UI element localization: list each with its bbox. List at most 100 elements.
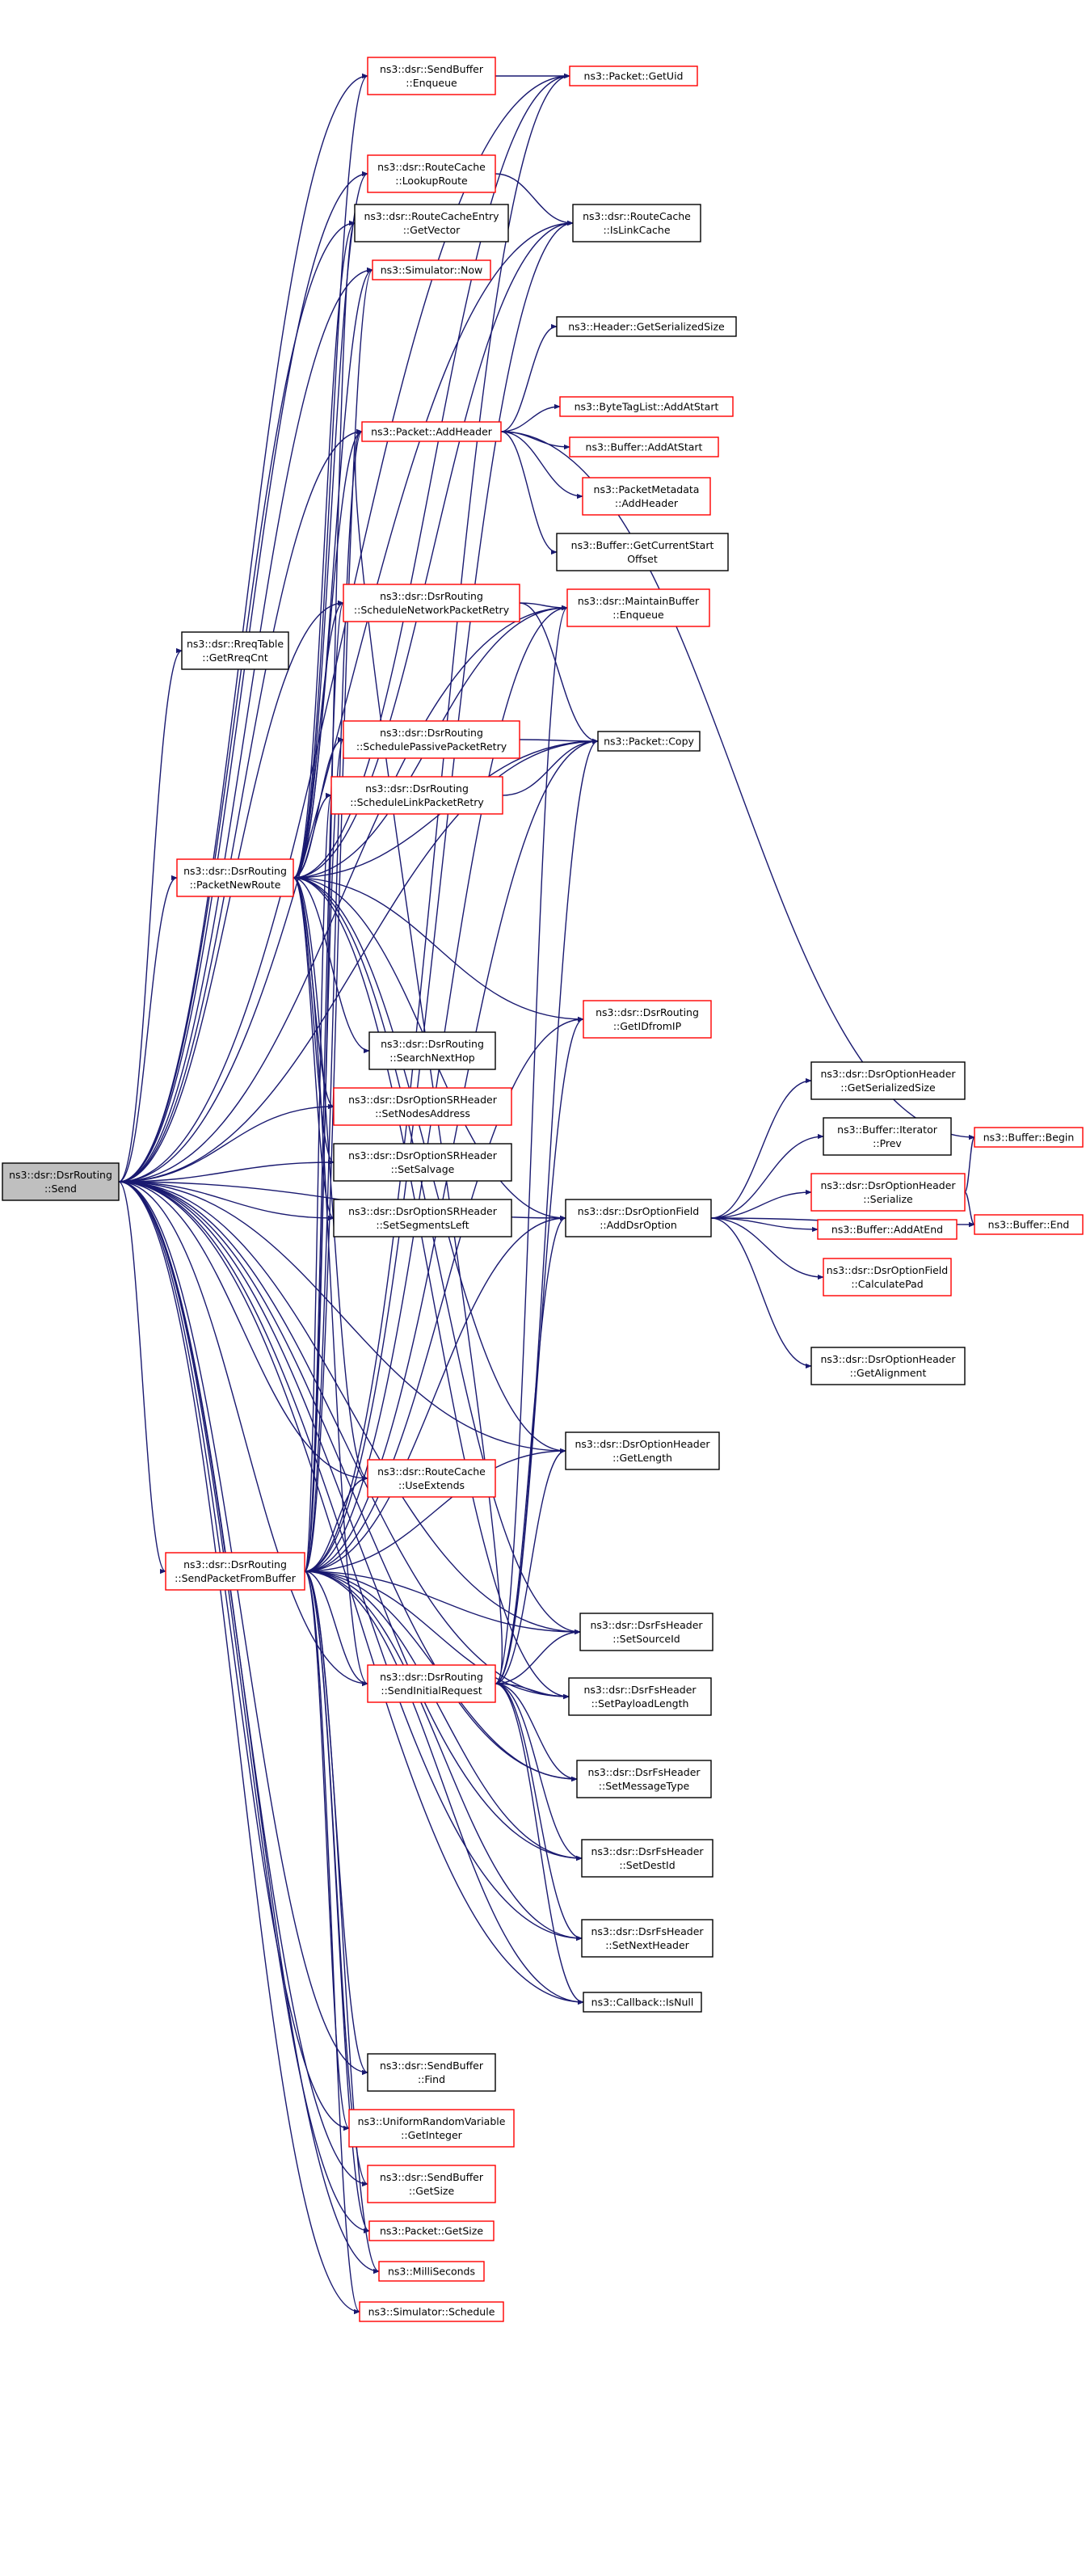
edge-packet-new-route-to-get-idfrom-ip (293, 877, 584, 1022)
node-cb-is-null[interactable]: ns3::Callback::IsNull (583, 1992, 702, 2013)
node-label: ns3::UniformRandomVariable (358, 2115, 506, 2127)
edge-send-to-pkt-copy (118, 738, 599, 1183)
edge-packet-new-route-to-sb-enqueue (293, 73, 368, 879)
node-mb-enqueue[interactable]: ns3::dsr::MaintainBuffer::Enqueue (566, 588, 710, 627)
node-oh-get-ser-size[interactable]: ns3::dsr::DsrOptionHeader::GetSerialized… (810, 1061, 966, 1100)
node-send-init-req[interactable]: ns3::dsr::DsrRouting::SendInitialRequest (367, 1664, 496, 1703)
edge-send-to-pkt-get-uid (118, 73, 570, 1183)
node-buf-begin[interactable]: ns3::Buffer::Begin (974, 1127, 1084, 1148)
edge-send-to-pkt-add-header (118, 428, 363, 1183)
node-box (378, 2261, 485, 2282)
node-sr-set-salvage[interactable]: ns3::dsr::DsrOptionSRHeader::SetSalvage (333, 1143, 512, 1182)
edge-pkt-add-header-to-hdr-get-ser-size (500, 323, 558, 432)
node-label: ns3::dsr::DsrRouting (380, 727, 483, 739)
node-oh-get-length[interactable]: ns3::dsr::DsrOptionHeader::GetLength (565, 1431, 720, 1470)
node-fs-set-source-id[interactable]: ns3::dsr::DsrFsHeader::SetSourceId (579, 1613, 713, 1651)
node-buf-add-at-start[interactable]: ns3::Buffer::AddAtStart (569, 436, 719, 457)
node-label: ns3::PacketMetadata (594, 483, 700, 495)
node-rc-is-link-cache[interactable]: ns3::dsr::RouteCache::IsLinkCache (572, 204, 701, 242)
node-box (974, 1127, 1084, 1148)
node-oh-serialize[interactable]: ns3::dsr::DsrOptionHeader::Serialize (810, 1173, 966, 1212)
node-sim-now[interactable]: ns3::Simulator::Now (372, 259, 491, 280)
node-label: ns3::ByteTagList::AddAtStart (575, 401, 719, 413)
node-sb-get-size[interactable]: ns3::dsr::SendBuffer::GetSize (367, 2165, 496, 2203)
node-pkt-get-uid[interactable]: ns3::Packet::GetUid (569, 65, 698, 86)
node-label: ns3::Buffer::Begin (983, 1132, 1075, 1144)
node-box (367, 57, 496, 95)
node-milli-sec[interactable]: ns3::MilliSeconds (378, 2261, 485, 2282)
edge-send-to-fs-set-dest-id (118, 1181, 583, 1861)
edge-packet-new-route-to-fs-set-payload (293, 877, 570, 1700)
node-box (569, 436, 719, 457)
node-box (597, 731, 701, 752)
node-sched-net-retry[interactable]: ns3::dsr::DsrRouting::ScheduleNetworkPac… (343, 584, 520, 622)
node-pm-add-header[interactable]: ns3::PacketMetadata::AddHeader (582, 477, 711, 516)
node-rreq-get-cnt[interactable]: ns3::dsr::RreqTable::GetRreqCnt (181, 631, 289, 670)
edge-send-packet-from-buffer-to-sched-link-retry (304, 793, 332, 1572)
node-sr-set-nodes[interactable]: ns3::dsr::DsrOptionSRHeader::SetNodesAdd… (333, 1087, 512, 1126)
node-label: ns3::dsr::DsrRouting (183, 865, 287, 877)
node-send-packet-from-buffer[interactable]: ns3::dsr::DsrRouting::SendPacketFromBuff… (165, 1552, 305, 1591)
node-pkt-get-size[interactable]: ns3::Packet::GetSize (368, 2220, 495, 2241)
edge-send-init-req-to-fs-set-dest-id (495, 1683, 583, 1861)
node-box (559, 396, 734, 417)
node-buf-add-at-end[interactable]: ns3::Buffer::AddAtEnd (817, 1219, 958, 1240)
node-urv-get-int[interactable]: ns3::UniformRandomVariable::GetInteger (348, 2109, 515, 2148)
edge-send-packet-from-buffer-to-pkt-get-uid (304, 73, 570, 1572)
node-box (556, 316, 737, 337)
node-label: ns3::dsr::DsrOptionHeader (820, 1353, 956, 1365)
edge-packet-new-route-to-rce-get-vector (293, 220, 356, 879)
edge-packet-new-route-to-search-next-hop (293, 877, 370, 1054)
node-label: ns3::dsr::DsrRouting (596, 1006, 699, 1018)
node-rce-get-vector[interactable]: ns3::dsr::RouteCacheEntry::GetVector (354, 204, 509, 242)
node-sched-pass-retry[interactable]: ns3::dsr::DsrRouting::SchedulePassivePac… (343, 720, 520, 759)
node-sched-link-retry[interactable]: ns3::dsr::DsrRouting::ScheduleLinkPacket… (330, 776, 503, 815)
node-box (181, 631, 289, 670)
node-oh-get-align[interactable]: ns3::dsr::DsrOptionHeader::GetAlignment (810, 1347, 966, 1385)
node-fs-set-dest-id[interactable]: ns3::dsr::DsrFsHeader::SetDestId (581, 1839, 713, 1878)
edge-sched-net-retry-to-pkt-copy (519, 602, 599, 744)
node-sr-set-seg-left[interactable]: ns3::dsr::DsrOptionSRHeader::SetSegments… (333, 1199, 512, 1237)
node-fs-set-payload[interactable]: ns3::dsr::DsrFsHeader::SetPayloadLength (568, 1677, 712, 1716)
node-add-dsr-option[interactable]: ns3::dsr::DsrOptionField::AddDsrOption (565, 1199, 712, 1237)
node-btl-add-at-start[interactable]: ns3::ByteTagList::AddAtStart (559, 396, 734, 417)
node-sb-find[interactable]: ns3::dsr::SendBuffer::Find (367, 2053, 496, 2092)
node-label: ns3::Buffer::AddAtEnd (831, 1224, 943, 1236)
node-label: ns3::dsr::SendBuffer (380, 2060, 484, 2072)
edges-layer (118, 73, 975, 2315)
node-buf-end[interactable]: ns3::Buffer::End (974, 1214, 1084, 1235)
node-box (817, 1219, 958, 1240)
node-of-calc-pad[interactable]: ns3::dsr::DsrOptionField::CalculatePad (823, 1258, 952, 1296)
node-label: ::AddDsrOption (600, 1219, 677, 1231)
node-box (556, 533, 729, 571)
edge-pkt-add-header-to-btl-add-at-start (500, 403, 561, 432)
node-label: ns3::dsr::DsrOptionField (578, 1205, 699, 1217)
node-label: ns3::dsr::DsrOptionSRHeader (348, 1149, 498, 1162)
edge-send-to-packet-new-route (118, 875, 178, 1183)
node-label: ns3::Simulator::Schedule (368, 2306, 495, 2318)
node-sim-schedule[interactable]: ns3::Simulator::Schedule (359, 2301, 504, 2322)
node-rc-lookup-route[interactable]: ns3::dsr::RouteCache::LookupRoute (367, 154, 496, 193)
node-label: ::SetDestId (619, 1859, 675, 1871)
node-search-next-hop[interactable]: ns3::dsr::DsrRouting::SearchNextHop (368, 1031, 496, 1070)
node-fs-set-msg-type[interactable]: ns3::dsr::DsrFsHeader::SetMessageType (576, 1760, 712, 1798)
node-sb-enqueue[interactable]: ns3::dsr::SendBuffer::Enqueue (367, 57, 496, 95)
node-get-idfrom-ip[interactable]: ns3::dsr::DsrRouting::GetIDfromIP (583, 1000, 712, 1039)
node-box (583, 1992, 702, 2013)
node-packet-new-route[interactable]: ns3::dsr::DsrRouting::PacketNewRoute (176, 858, 294, 897)
edge-send-packet-from-buffer-to-get-idfrom-ip (304, 1016, 584, 1572)
node-box (330, 776, 503, 815)
edge-send-packet-from-buffer-to-send-init-req (304, 1570, 368, 1687)
node-rc-use-extends[interactable]: ns3::dsr::RouteCache::UseExtends (367, 1459, 496, 1498)
node-buf-iter-prev[interactable]: ns3::Buffer::Iterator::Prev (823, 1117, 952, 1156)
node-label: ::Find (418, 2073, 445, 2085)
node-pkt-add-header[interactable]: ns3::Packet::AddHeader (361, 421, 502, 442)
node-box (823, 1117, 952, 1156)
node-label: ns3::dsr::DsrFsHeader (583, 1684, 697, 1696)
node-hdr-get-ser-size[interactable]: ns3::Header::GetSerializedSize (556, 316, 737, 337)
node-fs-set-next-hdr[interactable]: ns3::dsr::DsrFsHeader::SetNextHeader (581, 1919, 713, 1958)
edge-send-to-send-packet-from-buffer (118, 1181, 166, 1575)
node-pkt-copy[interactable]: ns3::Packet::Copy (597, 731, 701, 752)
node-label: ::SetNextHeader (605, 1939, 689, 1951)
